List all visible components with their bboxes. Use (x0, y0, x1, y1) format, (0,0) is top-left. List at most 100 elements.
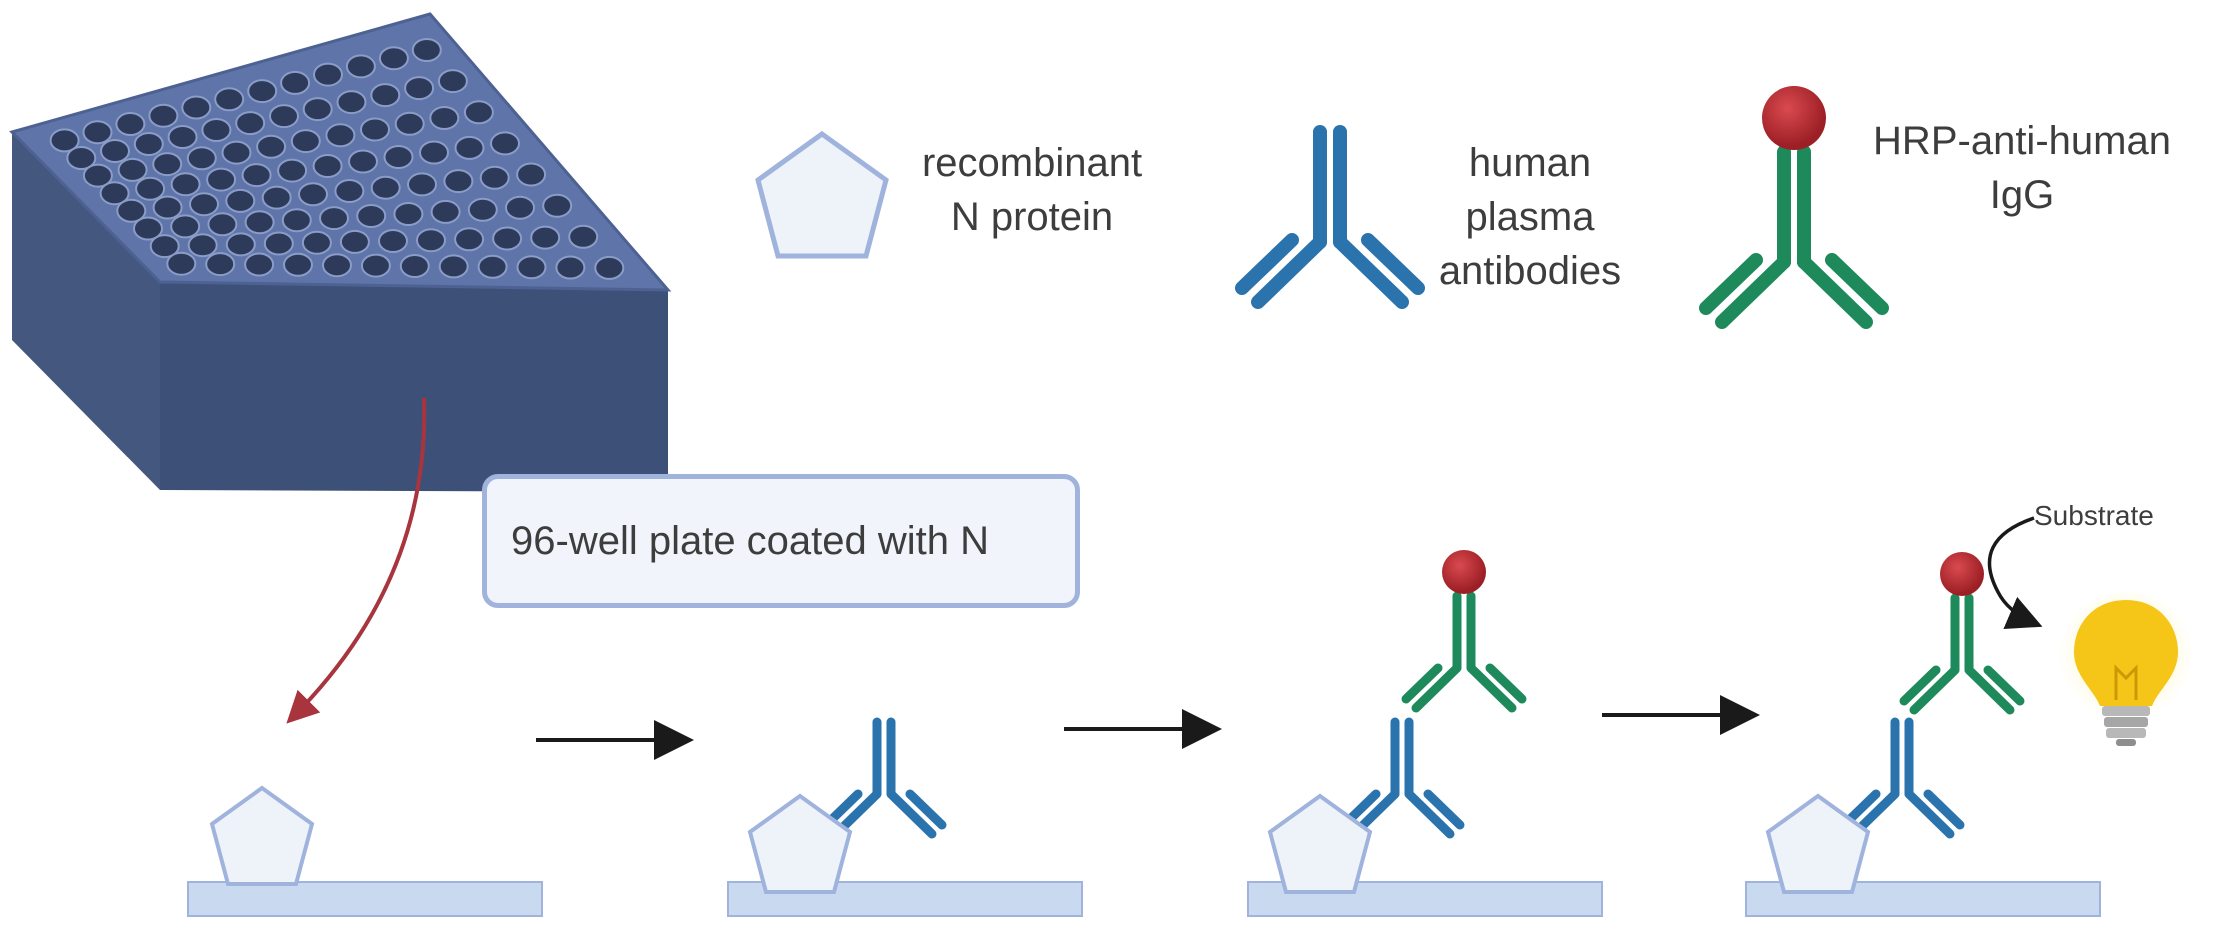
step-bind-hrp-antibody (1247, 550, 1603, 917)
plate-well (334, 179, 365, 203)
plate-well (280, 70, 311, 95)
plate-well (516, 255, 547, 280)
plate-well (170, 172, 201, 197)
plate-well (594, 255, 625, 280)
hrp-antibody-label: HRP-anti-human IgG (1862, 114, 2182, 222)
hrp-antibody-label-line1: HRP-anti-human (1873, 119, 2171, 163)
plate-well (383, 145, 414, 169)
plate-well (241, 163, 272, 188)
plate-well (235, 111, 266, 136)
plate-well (82, 120, 113, 145)
plate-well (82, 163, 113, 188)
plate-well (467, 197, 498, 222)
plate-well (290, 129, 321, 154)
plate-well (479, 165, 510, 190)
plate-well (247, 79, 278, 104)
plate-well (49, 128, 80, 153)
plate-well (133, 132, 164, 156)
plate-well (356, 204, 387, 228)
plate-well (221, 140, 252, 165)
plate-well (167, 125, 198, 149)
plate-well (244, 210, 275, 235)
plate-wells (49, 38, 625, 280)
plate-well (189, 192, 219, 217)
plate-well (115, 112, 146, 136)
plate-well (117, 157, 148, 182)
plate-well (269, 104, 299, 129)
plate-well (463, 100, 494, 125)
hrp-antibody-label-line2: IgG (1989, 173, 2055, 217)
plate-well (277, 158, 308, 183)
plate-well (116, 198, 147, 223)
plate-well (505, 195, 535, 220)
step-coat (187, 786, 543, 917)
plate-well (339, 229, 370, 254)
n-protein-label-line1: recombinant (921, 141, 1143, 185)
plate-well (404, 76, 435, 101)
plate-well (66, 146, 97, 170)
plate-well (283, 252, 313, 277)
plasma-antibodies-label-line3: antibodies (1438, 249, 1622, 293)
plate-well (336, 90, 367, 115)
plate-well (206, 167, 237, 192)
plate-pointer-arrow (286, 397, 427, 724)
plate-well (135, 176, 166, 201)
plate-well (298, 182, 328, 207)
plate-well (225, 232, 256, 257)
plate-well (492, 226, 523, 251)
plate-well (281, 208, 312, 233)
plate-well (378, 46, 409, 71)
light-bulb-icon (2058, 592, 2194, 746)
plate-well (261, 185, 292, 210)
96-well-plate (9, 12, 672, 492)
substrate-label: Substrate (2034, 500, 2154, 531)
plate-well (313, 62, 343, 87)
plate-well (443, 169, 474, 194)
plasma-antibody-icon (1242, 132, 1418, 302)
plate-well (170, 214, 201, 239)
plate-well (370, 83, 401, 108)
plate-well (133, 216, 163, 241)
plasma-antibodies-label-line1: human (1468, 141, 1592, 185)
plate-well (516, 162, 547, 187)
plate-well (555, 255, 586, 280)
plate-well (152, 152, 183, 177)
plate-well (411, 38, 442, 62)
plate-well (312, 154, 343, 178)
plate-well (181, 95, 212, 120)
plate-well (542, 193, 573, 218)
plate-well (186, 146, 217, 171)
coat-label: 96-well plate coated with N (511, 518, 990, 563)
step-bind-plasma-antibody (727, 722, 1083, 917)
plate-well (360, 117, 390, 142)
plate-well (429, 106, 460, 130)
hrp-antibody-icon (1706, 86, 1882, 322)
plate-well (214, 87, 245, 112)
plasma-antibodies-label-line2: plasma (1465, 195, 1595, 239)
plate-well (348, 149, 378, 174)
plate-well (244, 252, 275, 277)
plate-well (149, 234, 180, 259)
plate-well (205, 252, 236, 277)
n-protein-label: recombinant N protein (902, 136, 1162, 244)
plate-well (319, 206, 349, 231)
plate-well (407, 172, 437, 197)
plate-well (325, 123, 356, 148)
plate-well (454, 135, 485, 160)
plate-well (225, 188, 256, 213)
plate-well (437, 69, 468, 94)
plate-well (454, 227, 485, 252)
plate-well (568, 224, 599, 249)
plate-well (263, 231, 294, 256)
plate-well (166, 251, 197, 276)
plate-well (438, 254, 469, 279)
step-substrate-signal (1745, 516, 2194, 917)
plate-well (301, 230, 332, 255)
plate-well (394, 111, 425, 136)
plate-well (152, 195, 183, 220)
plate-well (99, 181, 130, 206)
n-protein-label-line2: N protein (950, 195, 1114, 239)
plate-well (477, 254, 508, 279)
plate-well (370, 175, 401, 200)
